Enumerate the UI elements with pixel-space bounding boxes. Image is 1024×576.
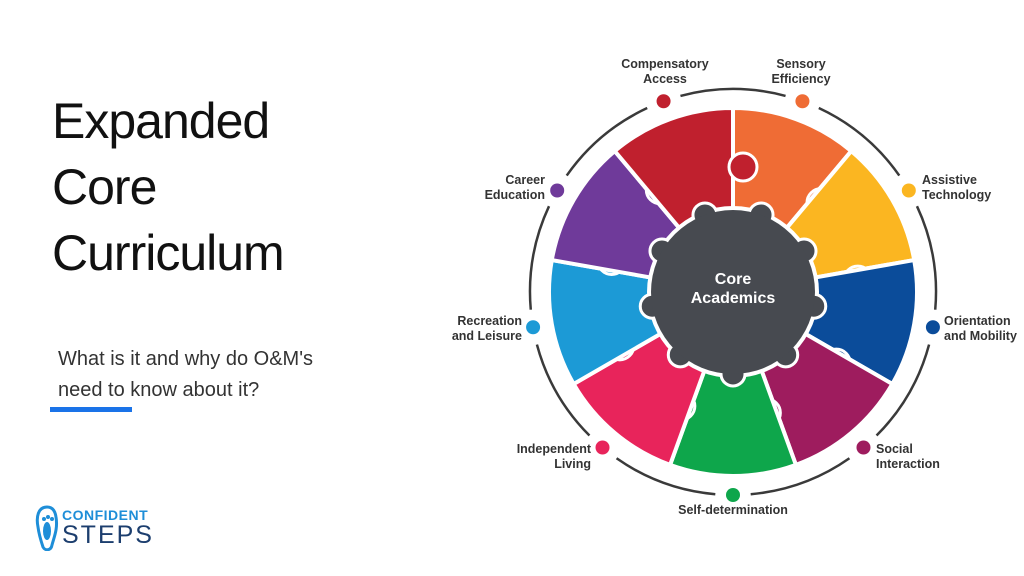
segment-label-line: Access: [643, 72, 687, 86]
segment-label-line: Technology: [922, 188, 992, 202]
segment-label-line: Sensory: [776, 57, 826, 71]
accent-underline: [50, 407, 132, 412]
segment-label-line: Social: [876, 442, 913, 456]
segment-dot: [595, 440, 610, 455]
logo-text-bottom: STEPS: [62, 521, 154, 549]
outer-ring-arc: [615, 457, 716, 496]
segment-label-line: Independent: [516, 442, 591, 456]
outer-ring-arc: [535, 344, 591, 437]
segment-label: Self-determination: [678, 503, 788, 518]
title-line: Expanded: [52, 93, 270, 149]
segment-dot: [526, 320, 541, 335]
segment-dot: [925, 320, 940, 335]
segment-label-line: Career: [505, 173, 545, 187]
outer-ring-arc: [915, 205, 938, 310]
outer-ring-arc: [750, 457, 851, 496]
segment-label-line: and Mobility: [944, 329, 1017, 343]
segment-label-line: Orientation: [944, 314, 1011, 328]
segment-label-line: Recreation: [457, 314, 522, 328]
segment-label-line: Assistive: [922, 173, 977, 187]
segment-dot: [901, 183, 916, 198]
outer-ring-arc: [565, 106, 648, 177]
subtitle-line: What is it and why do O&M's: [58, 348, 314, 370]
outer-ring-arc: [818, 106, 901, 177]
center-label-line: Core: [714, 271, 752, 288]
center-label-line: Academics: [690, 290, 776, 307]
segment-label-line: Interaction: [876, 457, 940, 471]
segment-label-line: Living: [554, 457, 591, 471]
footprint-icon: [35, 505, 58, 552]
segment-label-line: Efficiency: [771, 72, 831, 86]
confident-steps-logo: CONFIDENT STEPS: [34, 505, 154, 552]
title-line: Core: [52, 159, 157, 215]
puzzle-tab: [727, 151, 759, 183]
segment-label-line: Compensatory: [621, 57, 709, 71]
slide-subtitle: What is it and why do O&M's need to know…: [58, 344, 313, 406]
segment-dot: [550, 183, 565, 198]
slide-title: Expanded Core Curriculum: [52, 88, 285, 286]
segment-dot: [856, 440, 871, 455]
outer-ring-arc: [528, 205, 551, 310]
subtitle-line: need to know about it?: [58, 379, 260, 401]
center-hub: [651, 210, 815, 374]
center-label: Core Academics: [691, 270, 776, 308]
segment-dot: [795, 94, 810, 109]
outer-ring-arc: [875, 344, 931, 437]
title-line: Curriculum: [52, 225, 285, 281]
segment-label-line: Self-determination: [678, 503, 788, 517]
segment-label-line: and Leisure: [451, 329, 522, 343]
outer-ring-arc: [680, 87, 786, 98]
segment-dot: [726, 488, 740, 502]
segment-dot: [656, 94, 671, 109]
segment-label-line: Education: [484, 188, 545, 202]
logo-text-top: CONFIDENT: [62, 507, 149, 523]
